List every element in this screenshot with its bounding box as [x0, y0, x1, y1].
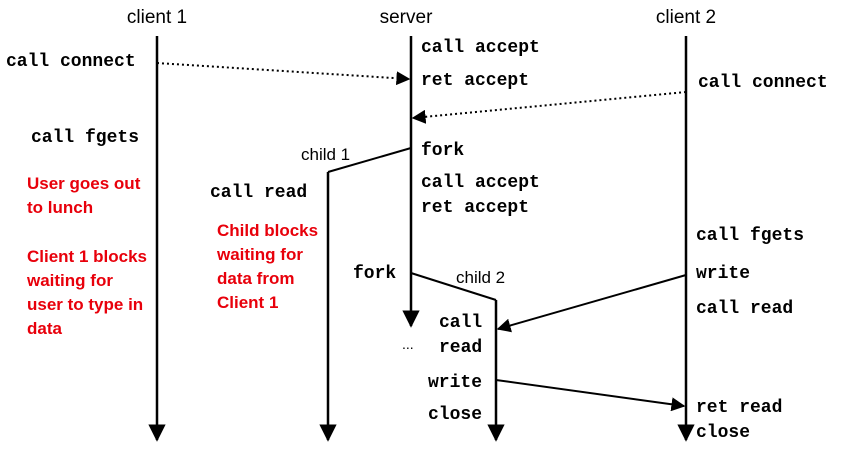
- note-line: data from: [217, 269, 295, 288]
- client1-call-connect: call connect: [6, 52, 136, 72]
- child2-fork-line: [410, 272, 497, 301]
- client2-call-read: call read: [696, 299, 794, 319]
- child2-call: call: [439, 313, 483, 333]
- child2-read: read: [439, 338, 483, 358]
- client2-write: write: [696, 264, 751, 284]
- note-line: Child blocks: [217, 221, 319, 240]
- note-user-lunch: User goes out to lunch: [27, 172, 140, 220]
- child2-close: close: [428, 405, 483, 425]
- note-child-blocks: Child blocks waiting for data from Clien…: [217, 219, 318, 315]
- client2-connect-arrow: [411, 91, 687, 124]
- client1-header: client 1: [126, 7, 188, 28]
- child1-fork-line: [327, 147, 412, 173]
- server-call-accept-2: call accept: [421, 173, 540, 193]
- child2-write: write: [428, 373, 483, 393]
- server-fork-1: fork: [421, 141, 465, 161]
- client2-call-fgets: call fgets: [696, 226, 805, 246]
- server-fork-2: fork: [353, 264, 397, 284]
- server-header: server: [379, 7, 433, 28]
- client2-call-connect: call connect: [698, 73, 828, 93]
- child2-write-arrow: [495, 379, 686, 412]
- note-line: Client 1: [217, 293, 279, 312]
- child1-call-read: call read: [210, 183, 308, 203]
- note-line: User goes out: [27, 174, 141, 193]
- note-line: user to type in: [27, 295, 144, 314]
- server-ret-accept-2: ret accept: [421, 198, 530, 218]
- client1-call-fgets: call fgets: [31, 128, 140, 148]
- server-ret-accept-1: ret accept: [421, 71, 530, 91]
- note-line: to lunch: [27, 198, 94, 217]
- client2-close: close: [696, 423, 751, 443]
- note-line: Client 1 blocks: [27, 247, 147, 266]
- note-line: waiting for: [217, 245, 303, 264]
- child1-label: child 1: [301, 145, 351, 164]
- note-line: data: [27, 319, 62, 338]
- note-line: waiting for: [27, 271, 113, 290]
- client2-header: client 2: [655, 7, 717, 28]
- client1-connect-arrow: [156, 62, 411, 86]
- server-call-accept-1: call accept: [421, 38, 540, 58]
- server-ellipsis: ...: [402, 336, 414, 352]
- client2-ret-read: ret read: [696, 398, 783, 418]
- child2-label: child 2: [456, 268, 506, 287]
- client2-write-arrow: [496, 274, 687, 333]
- note-client1-blocks: Client 1 blocks waiting for user to type…: [27, 245, 147, 341]
